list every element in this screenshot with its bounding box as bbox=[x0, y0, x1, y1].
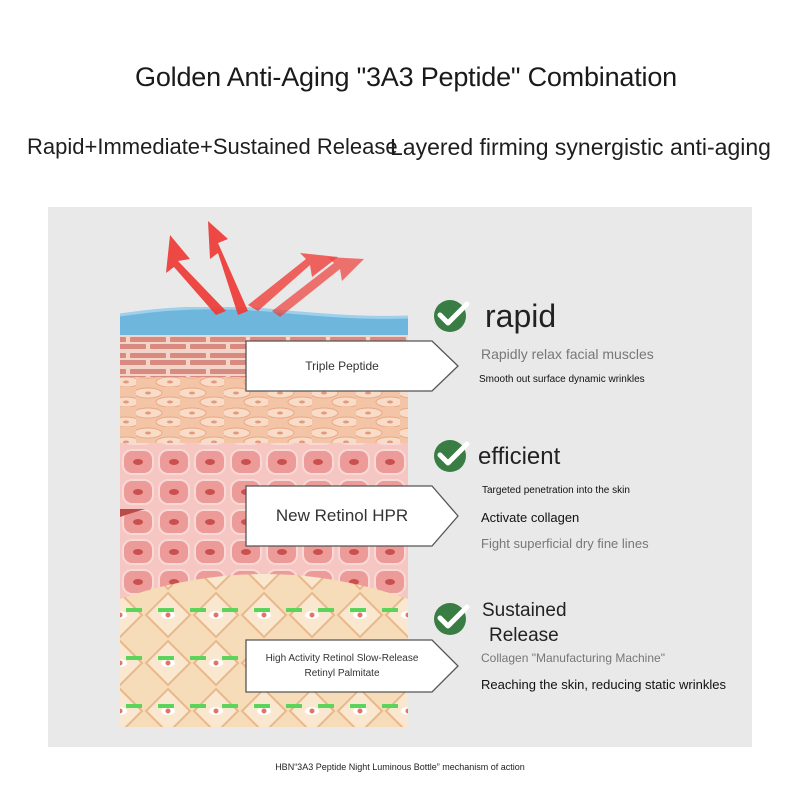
benefit-line: Targeted penetration into the skin bbox=[482, 485, 630, 496]
tag-shape-new-retinol bbox=[245, 485, 459, 547]
subtitle-right: Layered firming synergistic anti-aging bbox=[390, 134, 771, 160]
benefit-line: Activate collagen bbox=[481, 510, 580, 525]
tag-shape-triple-peptide bbox=[245, 340, 459, 392]
check-circle-icon bbox=[434, 300, 470, 332]
skin-layers-illustration bbox=[120, 221, 459, 727]
benefit-heading-rapid: rapid bbox=[485, 298, 557, 334]
check-circle-icon bbox=[434, 603, 470, 635]
new-retinol-tag: New Retinol HPR bbox=[275, 506, 409, 525]
benefit-line: Collagen "Manufacturing Machine" bbox=[481, 651, 665, 665]
benefit-line: Smooth out surface dynamic wrinkles bbox=[479, 374, 645, 385]
upward-arrows-icon bbox=[166, 221, 364, 317]
subtitle-left: Rapid+Immediate+Sustained Release bbox=[27, 134, 398, 159]
retinyl-palmitate-tag: High Activity Retinol Slow-Release Retin… bbox=[265, 653, 419, 679]
benefit-heading-efficient: efficient bbox=[478, 443, 561, 470]
benefit-heading-release: Release bbox=[489, 625, 559, 646]
benefit-heading-sustained: Sustained bbox=[482, 600, 567, 621]
benefit-line: Reaching the skin, reducing static wrink… bbox=[481, 677, 726, 692]
tag-shape-retinyl-palmitate bbox=[245, 639, 459, 693]
benefit-line: Fight superficial dry fine lines bbox=[481, 536, 649, 551]
triple-peptide-tag: Triple Peptide bbox=[305, 359, 379, 373]
benefit-line: Rapidly relax facial muscles bbox=[481, 346, 654, 362]
check-circle-icon bbox=[434, 440, 470, 472]
mechanism-panel bbox=[48, 207, 752, 747]
figure-caption: HBN“3A3 Peptide Night Luminous Bottle” m… bbox=[275, 762, 525, 772]
page-title: Golden Anti-Aging "3A3 Peptide" Combinat… bbox=[135, 62, 677, 92]
